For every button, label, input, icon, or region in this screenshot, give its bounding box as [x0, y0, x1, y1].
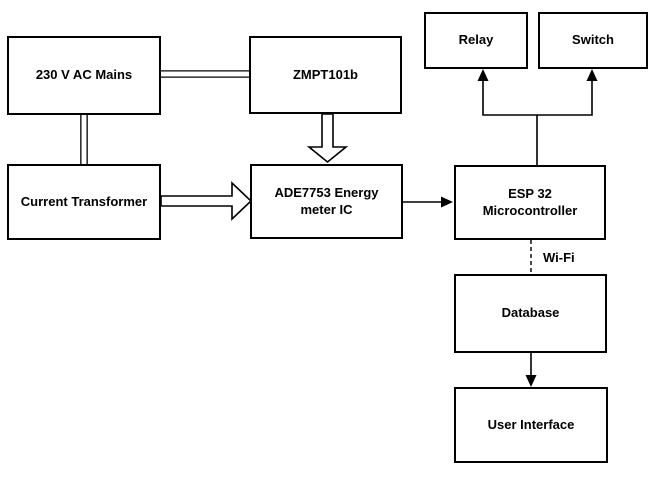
- node-esp32: ESP 32 Microcontroller: [454, 165, 606, 240]
- node-relay: Relay: [424, 12, 528, 69]
- node-ade7753: ADE7753 Energy meter IC: [250, 164, 403, 239]
- edge-database-ui-arrow: [525, 353, 537, 387]
- node-current-transformer: Current Transformer: [7, 164, 161, 240]
- node-switch: Switch: [538, 12, 648, 69]
- edge-ade-esp32-arrow: [403, 196, 453, 208]
- edge-zmpt-ade-block-arrow: [306, 113, 349, 164]
- node-database: Database: [454, 274, 607, 353]
- node-ac-mains: 230 V AC Mains: [7, 36, 161, 115]
- node-zmpt101b: ZMPT101b: [249, 36, 402, 114]
- edge-ct-ade-block-arrow: [160, 181, 253, 221]
- wifi-edge-label: Wi-Fi: [543, 250, 575, 265]
- edge-esp32-relay-switch-branch: [477, 69, 598, 165]
- node-user-interface: User Interface: [454, 387, 608, 463]
